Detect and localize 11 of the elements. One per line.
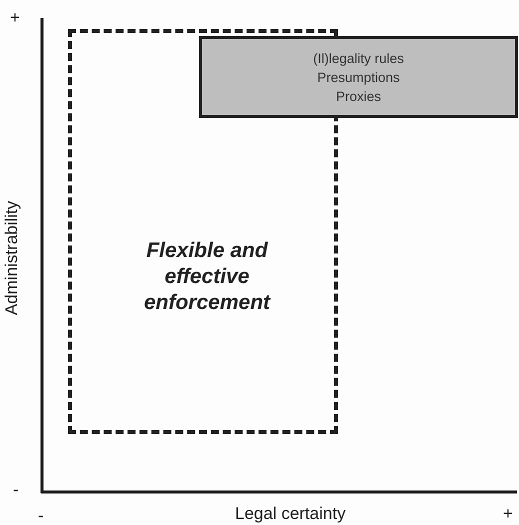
- axis-title: Legal certainty: [235, 504, 346, 524]
- axis-end-sign: -: [13, 480, 19, 500]
- box-text-line: (Il)legality rules: [313, 50, 404, 68]
- shaded-box: [199, 36, 518, 118]
- axis-end-sign: +: [503, 504, 513, 524]
- axis-title: Administrability: [2, 200, 22, 316]
- region-label: Flexible and effective enforcement: [142, 238, 272, 316]
- axis-end-sign: +: [10, 8, 20, 28]
- box-text-line: Proxies: [336, 88, 381, 106]
- box-text-line: Presumptions: [317, 68, 400, 86]
- axis-end-sign: -: [38, 506, 44, 525]
